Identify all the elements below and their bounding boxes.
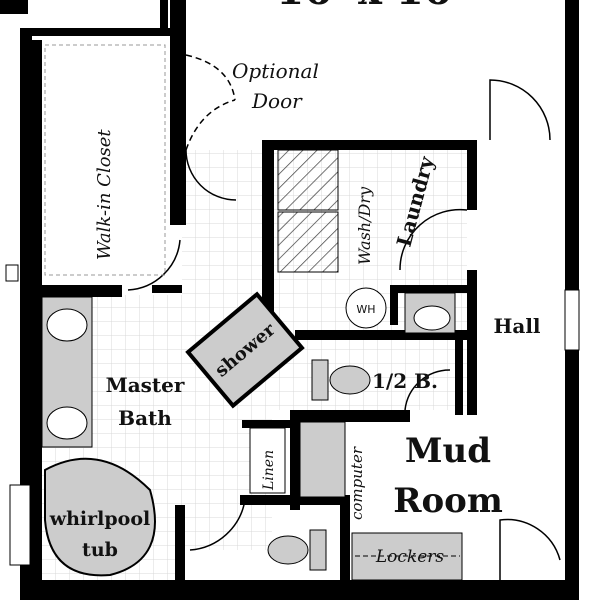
whirlpool-label: whirlpool [49,508,150,530]
hall-label: Hall [493,314,540,338]
lockers-label: Lockers [375,547,445,567]
water-heater-icon [345,287,387,329]
whirlpool-tub [44,457,156,577]
room-dimension-label: 16' x 16' [276,0,464,14]
exterior-outlet [5,264,19,282]
window [564,289,580,351]
vanity [41,292,456,448]
optional-door-label-2: Door [251,89,303,113]
computer-desk [299,421,346,498]
washer [277,149,339,211]
linen-closet [249,427,286,494]
toilets [267,359,371,571]
walls [0,0,579,600]
whirlpool-label-2: tub [82,539,118,561]
mud-room-label: Mud [405,431,491,471]
wash-dry-label: Wash/Dry [355,186,374,265]
window [9,484,31,566]
linen-label: Linen [261,450,277,491]
computer-label: computer [348,446,366,520]
optional-door-swing [185,54,236,151]
water-heater-label: WH [356,303,375,316]
closet-shelves [44,44,166,276]
optional-door-label: Optional [232,59,319,83]
shower: shower [185,291,305,409]
master-bath-label: Master [106,373,185,397]
mud-room-label-2: Room [393,481,503,521]
walk-in-closet-label: Walk-in Closet [94,129,115,260]
door-swings [127,79,561,580]
half-bath-label: 1/2 B. [372,369,438,393]
dryer [277,211,339,273]
master-bath-label-2: Bath [118,406,172,430]
